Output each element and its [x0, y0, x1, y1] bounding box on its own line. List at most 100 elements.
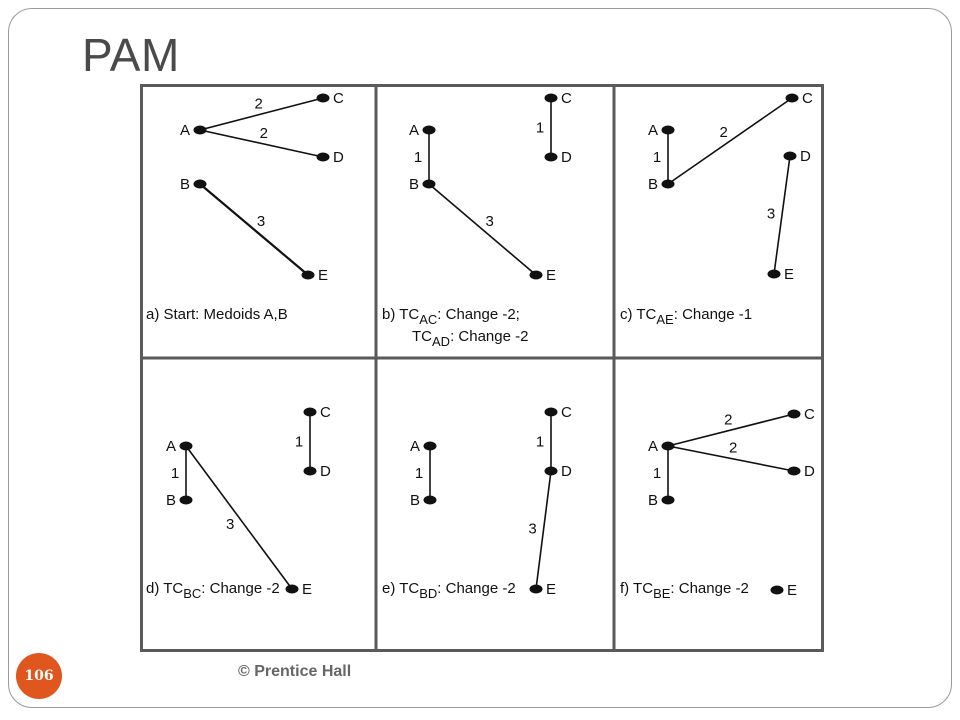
edge-c-DE: [773, 155, 791, 275]
node-a-B: [193, 179, 207, 189]
edge-weight-a-BE: 3: [257, 213, 265, 230]
node-label-b-C: C: [561, 90, 572, 107]
node-label-b-D: D: [561, 149, 572, 166]
caption-f-line-1: f) TCBE: Change -2: [620, 580, 749, 601]
node-c-E: [767, 269, 781, 279]
edge-weight-c-BC: 2: [720, 124, 728, 141]
node-a-D: [316, 152, 330, 162]
node-label-a-C: C: [333, 90, 344, 107]
node-c-A: [661, 125, 675, 135]
edge-e-DE: [535, 470, 552, 590]
node-label-f-D: D: [804, 463, 815, 480]
slide-frame: [8, 8, 952, 708]
grid-frame: [140, 84, 824, 652]
node-a-C: [316, 93, 330, 103]
node-d-E: [285, 584, 299, 594]
node-b-E: [529, 270, 543, 280]
edge-f-AC: [667, 413, 795, 447]
edge-weight-a-AC: 2: [255, 95, 263, 112]
edge-weight-d-CD: 1: [295, 434, 303, 451]
node-label-e-B: B: [410, 492, 420, 509]
node-label-a-A: A: [180, 122, 190, 139]
edge-weight-f-AB: 1: [653, 465, 661, 482]
node-label-c-C: C: [802, 90, 813, 107]
edge-c-BC: [667, 97, 793, 185]
edge-a-AC: [199, 97, 324, 131]
caption-e-line-1: e) TCBD: Change -2: [382, 580, 516, 601]
node-label-c-A: A: [648, 122, 658, 139]
node-e-A: [423, 441, 437, 451]
edge-weight-b-BE: 3: [485, 213, 493, 230]
caption-d-line-1: d) TCBC: Change -2: [146, 580, 280, 601]
node-label-a-D: D: [333, 149, 344, 166]
node-label-a-E: E: [318, 267, 328, 284]
node-label-e-E: E: [546, 581, 556, 598]
caption-b-line-2: TCAD: Change -2: [412, 328, 528, 349]
node-d-C: [303, 407, 317, 417]
node-a-E: [301, 270, 315, 280]
node-e-E: [529, 584, 543, 594]
node-c-C: [785, 93, 799, 103]
node-d-B: [179, 495, 193, 505]
slide-title: PAM: [82, 29, 180, 81]
node-label-b-B: B: [409, 176, 419, 193]
node-e-C: [544, 407, 558, 417]
edge-b-BE: [428, 183, 537, 276]
node-b-C: [544, 93, 558, 103]
node-label-c-D: D: [800, 148, 811, 165]
edge-a-BE: [199, 183, 309, 276]
edge-weight-f-AC: 2: [724, 411, 732, 428]
node-e-D: [544, 466, 558, 476]
node-label-f-E: E: [787, 582, 797, 599]
node-f-A: [661, 441, 675, 451]
node-label-d-D: D: [320, 463, 331, 480]
caption-c-line-1: c) TCAE: Change -1: [620, 306, 752, 327]
node-label-e-D: D: [561, 463, 572, 480]
node-label-b-A: A: [409, 122, 419, 139]
node-label-f-A: A: [648, 438, 658, 455]
node-a-A: [193, 125, 207, 135]
edge-weight-b-AB: 1: [414, 149, 422, 166]
edge-weight-c-AB: 1: [653, 149, 661, 166]
node-label-e-A: A: [410, 438, 420, 455]
node-label-e-C: C: [561, 404, 572, 421]
edge-weight-d-AE: 3: [226, 516, 234, 533]
node-d-A: [179, 441, 193, 451]
node-label-d-A: A: [166, 438, 176, 455]
node-label-d-E: E: [302, 581, 312, 598]
node-label-d-B: B: [166, 492, 176, 509]
node-e-B: [423, 495, 437, 505]
node-f-D: [787, 466, 801, 476]
node-label-c-E: E: [784, 266, 794, 283]
caption-a-line-1: a) Start: Medoids A,B: [146, 306, 288, 323]
node-c-B: [661, 179, 675, 189]
copyright-text: © Prentice Hall: [238, 663, 352, 680]
node-label-a-B: B: [180, 176, 190, 193]
edge-weight-e-AB: 1: [415, 465, 423, 482]
node-label-f-B: B: [648, 492, 658, 509]
page-number-badge: 106: [16, 653, 62, 699]
edge-d-AE: [185, 445, 293, 590]
node-label-b-E: E: [546, 267, 556, 284]
node-b-B: [422, 179, 436, 189]
node-label-d-C: C: [320, 404, 331, 421]
node-b-D: [544, 152, 558, 162]
edge-weight-e-CD: 1: [536, 434, 544, 451]
node-f-B: [661, 495, 675, 505]
edge-weight-e-DE: 3: [528, 521, 536, 538]
node-label-c-B: B: [648, 176, 658, 193]
edge-weight-b-CD: 1: [536, 120, 544, 137]
edge-weight-a-AD: 2: [260, 125, 268, 142]
edge-weight-f-AD: 2: [729, 440, 737, 457]
node-b-A: [422, 125, 436, 135]
node-d-D: [303, 466, 317, 476]
node-f-C: [787, 409, 801, 419]
node-label-f-C: C: [804, 406, 815, 423]
edge-weight-c-DE: 3: [767, 206, 775, 223]
edge-f-AD: [667, 445, 795, 472]
edge-a-AD: [199, 129, 324, 158]
node-f-E: [770, 585, 784, 595]
node-c-D: [783, 151, 797, 161]
